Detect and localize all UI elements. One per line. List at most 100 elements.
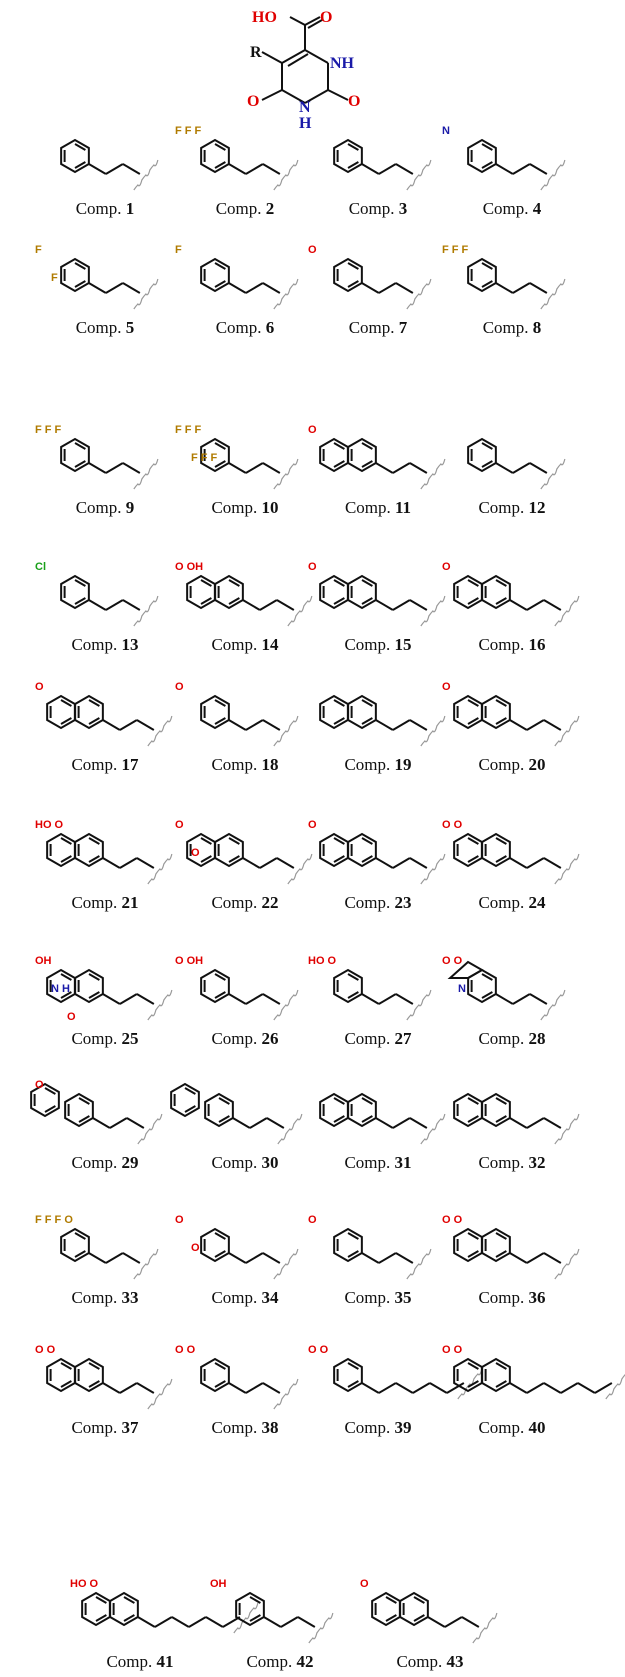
compound-label: Comp. 31 [344,1153,411,1172]
substituent-atom: F F F [442,244,469,256]
compound-label-prefix: Comp. [478,1418,528,1437]
compound-number: 15 [395,635,412,654]
compound-label: Comp. 19 [344,755,411,774]
compound-label: Comp. 40 [478,1418,545,1437]
substituent-atom: F F F [175,125,202,137]
compound-label-prefix: Comp. [246,1652,296,1671]
compound-number: 6 [266,318,275,337]
compound-label: Comp. 21 [71,893,138,912]
compound-number: 29 [122,1153,139,1172]
compound-label: Comp. 26 [211,1029,278,1048]
substituent-atom: O [175,819,184,831]
compound-structure-21: HO O [35,819,173,885]
substituent-atom: F [35,244,42,256]
compound-structure-25: OHN HO [35,955,173,1023]
compound-structure-18: O [175,681,299,747]
compound-structure-12 [467,437,566,490]
compound-label: Comp. 11 [345,498,411,517]
compound-number: 42 [297,1652,314,1671]
compound-label-prefix: Comp. [345,498,395,517]
compound-label-prefix: Comp. [71,1029,121,1048]
compound-structure-29: O [30,1079,163,1145]
compound-label-prefix: Comp. [211,893,261,912]
compound-label-prefix: Comp. [396,1652,446,1671]
substituent-atom: F F F [175,424,202,436]
compound-structure-28: O O N [442,955,566,1021]
compound-number: 5 [126,318,135,337]
compound-label: Comp. 4 [483,199,542,218]
substituent-atom: OH [210,1578,227,1590]
substituent-atom: N [458,983,466,995]
compound-label-prefix: Comp. [478,1153,528,1172]
compound-structure-24: O O [442,819,580,885]
substituent-atom: O [308,561,317,573]
compound-label-prefix: Comp. [76,199,126,218]
compound-label-prefix: Comp. [216,199,266,218]
compound-label: Comp. 37 [71,1418,139,1437]
compound-label: Comp. 8 [483,318,542,337]
compound-label-prefix: Comp. [478,498,528,517]
substituent-atom: O [35,681,44,693]
compound-structure-9: F F F [35,424,159,490]
compound-structure-22: OO [175,819,313,885]
compound-number: 26 [262,1029,279,1048]
substituent-atom: O [191,1242,200,1254]
compound-label-prefix: Comp. [478,1029,528,1048]
compound-label-prefix: Comp. [349,199,399,218]
compound-number: 37 [122,1418,140,1437]
compound-structure-32 [453,1092,580,1145]
compound-label: Comp. 14 [211,635,279,654]
compound-label: Comp. 17 [71,755,139,774]
compound-structure-20: O [442,681,580,747]
compound-structure-2: F F F [175,125,299,191]
compound-number: 7 [399,318,408,337]
compound-structure-42: OH [210,1578,334,1644]
compound-label: Comp. 42 [246,1652,313,1671]
compound-number: 34 [262,1288,280,1307]
compound-label: Comp. 28 [478,1029,545,1048]
core-scaffold [261,16,349,104]
compound-label-prefix: Comp. [211,755,261,774]
compound-label-prefix: Comp. [211,1288,261,1307]
compound-structure-11: O [308,424,446,490]
compound-number: 32 [529,1153,546,1172]
compound-label: Comp. 2 [216,199,275,218]
substituent-atom: O [191,847,200,859]
compound-number: 21 [122,893,139,912]
substituent-atom: OH [35,955,52,967]
compound-structure-17: O [35,681,173,747]
substituent-atom: F F F [35,424,62,436]
substituent-atom: F [175,244,182,256]
substituent-atom: O [442,681,451,693]
substituent-atom: N [442,125,450,137]
compound-label: Comp. 32 [478,1153,545,1172]
compound-label-prefix: Comp. [483,318,533,337]
compound-number: 36 [529,1288,546,1307]
compound-label: Comp. 36 [478,1288,545,1307]
compound-number: 4 [533,199,542,218]
compound-label-prefix: Comp. [478,755,528,774]
substituent-atom: O [442,561,451,573]
compound-label-prefix: Comp. [344,893,394,912]
compound-structure-8: F F F [442,244,566,310]
substituent-atom: O [308,1214,317,1226]
compound-number: 35 [395,1288,412,1307]
substituent-atom: O O [308,1344,329,1356]
compound-structure-19 [319,694,446,747]
substituent-atom: O [308,244,317,256]
compound-number: 30 [262,1153,279,1172]
substituent-atom: O O [442,955,463,967]
substituent-atom: O OH [175,561,203,573]
oxo-right-atom: O [348,93,360,110]
compound-label: Comp. 25 [71,1029,138,1048]
compound-structure-7: O [308,244,432,310]
compound-number: 22 [262,893,279,912]
compound-label: Comp. 16 [478,635,545,654]
compound-label: Comp. 13 [71,635,138,654]
compound-label-prefix: Comp. [211,498,261,517]
compound-number: 41 [157,1652,174,1671]
compound-label-prefix: Comp. [106,1652,156,1671]
substituent-atom: O [175,681,184,693]
compound-label: Comp. 10 [211,498,278,517]
compound-structure-38: O O [175,1344,299,1410]
